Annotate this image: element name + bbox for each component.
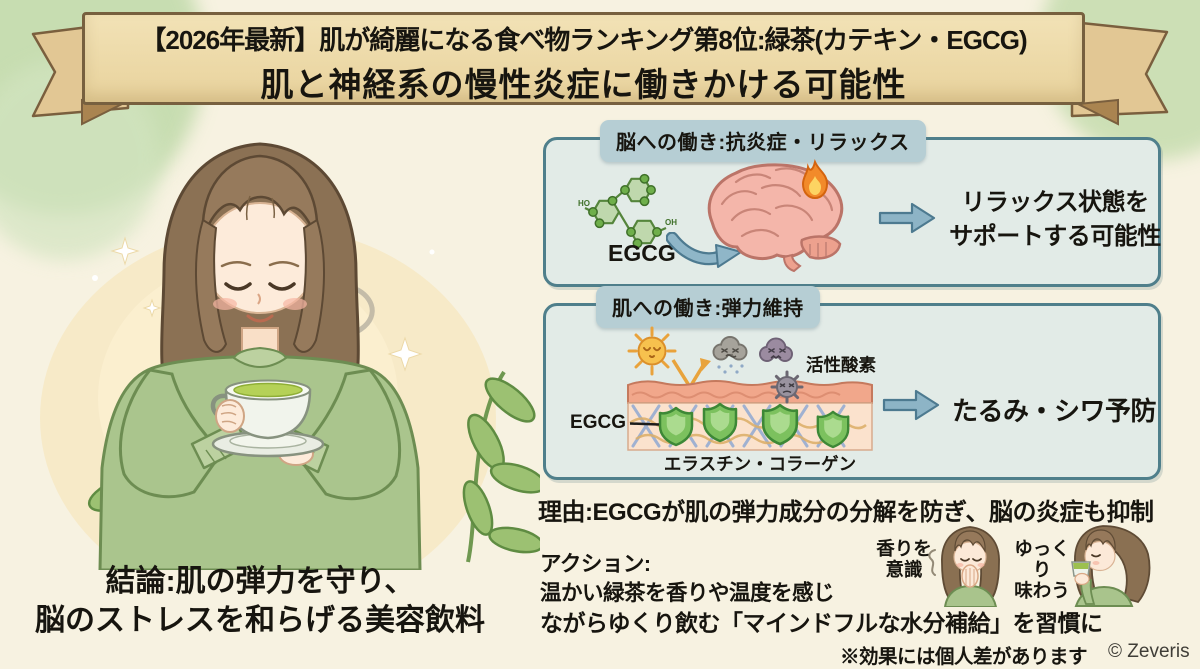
habit-smell-label: 香りを 意識 xyxy=(876,538,932,580)
brain-box-result: リラックス状態を サポートする可能性 xyxy=(949,189,1161,250)
reason-text: 理由:EGCGが肌の弾力成分の分解を防ぎ、脳の炎症も抑制 xyxy=(538,499,1154,526)
skin-box-result: たるみ・シワ予防 xyxy=(951,396,1157,426)
shield-icon xyxy=(658,406,694,447)
arrow-right-icon xyxy=(878,202,936,234)
svg-text:OH: OH xyxy=(665,218,677,227)
action-heading: アクション: xyxy=(540,552,651,576)
brain-box-header: 脳への働き:抗炎症・リラックス xyxy=(600,120,926,162)
free-radical-icon xyxy=(770,370,804,404)
blush xyxy=(213,298,237,310)
conclusion-line2: 脳のストレスを和らげる美容飲料 xyxy=(35,604,485,637)
banner-subtitle: 肌と神経系の慢性炎症に働きかける可能性 xyxy=(260,66,907,103)
shield-icon xyxy=(702,402,738,443)
skin-layer-illustration xyxy=(627,326,873,451)
egcg-molecule-icon: HO OH xyxy=(578,173,677,249)
sparkle-icon xyxy=(92,236,435,372)
action-line1: 温かい緑茶を香りや温度を感じ xyxy=(540,581,835,605)
svg-text:HO: HO xyxy=(578,199,590,208)
egcg-leader-line xyxy=(629,422,660,426)
skin-box-header: 肌への働き:弾力維持 xyxy=(596,286,820,328)
ros-label: 活性酸素 xyxy=(806,355,876,375)
ribbon-right-tail xyxy=(1070,20,1169,118)
egcg-label-brain: EGCG xyxy=(608,240,676,266)
rain-cloud-icon xyxy=(712,336,748,374)
flame-icon xyxy=(801,158,829,200)
brain-icon xyxy=(707,158,844,273)
sleeve-left xyxy=(119,368,224,499)
curved-arrow-icon xyxy=(666,232,742,268)
action-line2: ながらゆくり飲む「マインドフルな水分補給」を習慣に xyxy=(540,610,1103,636)
brain-stem xyxy=(782,253,802,273)
blush xyxy=(283,298,307,310)
smile xyxy=(246,314,274,323)
egcg-label-skin: EGCG xyxy=(570,412,626,433)
shield-icon xyxy=(761,403,799,446)
arrow-right-icon xyxy=(882,389,940,421)
woman-sipping-tea-icon xyxy=(1071,525,1151,607)
sleeve-right xyxy=(293,368,401,501)
eyebrows xyxy=(220,261,300,268)
cerebellum xyxy=(800,235,842,260)
side-lock-right xyxy=(292,218,325,353)
banner-title: 【2026年最新】肌が綺麗になる食べ物ランキング第8位:緑茶(カテキン・EGCG… xyxy=(140,25,1027,55)
sun-icon xyxy=(627,326,677,376)
closed-eyes xyxy=(224,282,296,291)
conclusion: 結論:肌の弾力を守り、 脳のストレスを和らげる美容飲料 xyxy=(2,562,518,640)
woman-drinking-tea-illustration xyxy=(40,142,540,570)
ribbon-right-fold xyxy=(1074,98,1119,126)
collar xyxy=(232,346,288,368)
banner-ribbon: 【2026年最新】肌が綺麗になる食べ物ランキング第8位:緑茶(カテキン・EGCG… xyxy=(82,12,1085,105)
scent-squiggle-icon xyxy=(928,549,936,576)
nose xyxy=(257,293,261,305)
brain-effect-box: 脳への働き:抗炎症・リラックス xyxy=(543,120,1161,287)
conclusion-line1: 結論:肌の弾力を守り、 xyxy=(105,565,415,598)
green-tea xyxy=(233,382,303,398)
fiber-label: エラスチン・コラーゲン xyxy=(663,454,857,474)
hand-left xyxy=(215,399,245,433)
smog-cloud-icon xyxy=(759,337,793,362)
shield-icon xyxy=(816,410,850,449)
credit-text: © Zeveris xyxy=(1108,641,1190,662)
side-lock-left xyxy=(195,218,228,353)
habit-sip-label: ゆっくり 味わう xyxy=(1014,538,1070,601)
disclaimer-text: ※効果には個人差があります xyxy=(840,646,1088,668)
woman-smelling-tea-icon xyxy=(941,526,1000,607)
